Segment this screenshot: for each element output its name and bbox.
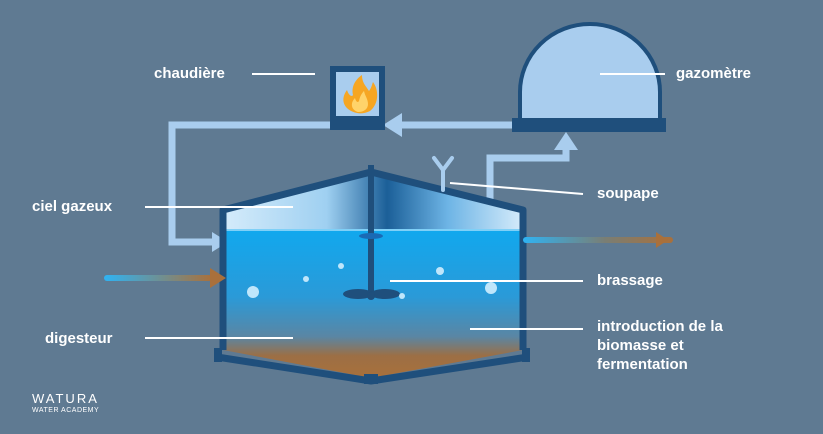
brand-subtitle: WATER ACADEMY bbox=[32, 407, 100, 414]
watura-logo: WATURA WATER ACADEMY bbox=[32, 392, 99, 415]
gasholder bbox=[512, 22, 666, 132]
flame-icon bbox=[343, 75, 378, 114]
bubbles-icon bbox=[247, 263, 497, 299]
label-gazometre: gazomètre bbox=[676, 65, 752, 82]
label-introduction: introduction de la biomasse et fermentat… bbox=[597, 318, 723, 373]
inflow-arrow bbox=[104, 268, 226, 288]
pipe-boiler-to-tank bbox=[168, 121, 330, 246]
label-digesteur: digesteur bbox=[45, 330, 113, 347]
brand-name: WATURA bbox=[32, 391, 99, 406]
outflow-arrow bbox=[523, 232, 673, 248]
boiler bbox=[330, 66, 385, 130]
gas-pipes bbox=[168, 121, 570, 246]
pipe-tank-to-gasholder bbox=[486, 150, 570, 205]
label-ciel-gazeux: ciel gazeux bbox=[32, 198, 113, 215]
agitator-blade-icon bbox=[343, 289, 400, 300]
leader-lines bbox=[145, 73, 665, 339]
label-chaudiere: chaudière bbox=[154, 65, 225, 82]
arrow-to-boiler-icon bbox=[383, 113, 402, 137]
label-soupape: soupape bbox=[597, 185, 659, 202]
agitator-shaft bbox=[368, 165, 374, 295]
agitator-top-blade bbox=[359, 233, 383, 239]
digester-tank bbox=[214, 165, 530, 385]
valve-icon bbox=[432, 156, 454, 192]
arrow-to-gasholder-icon bbox=[554, 132, 578, 150]
label-brassage: brassage bbox=[597, 272, 663, 289]
